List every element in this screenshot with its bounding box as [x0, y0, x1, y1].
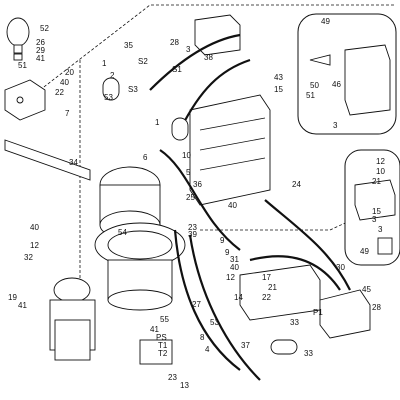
callout: 28 [372, 303, 381, 312]
callout: 32 [24, 253, 33, 262]
callout: 20 [65, 68, 74, 77]
callout: 40 [228, 201, 237, 210]
callout: 10 [376, 167, 385, 176]
callout: 8 [200, 333, 205, 342]
callout: 22 [262, 293, 271, 302]
callout: 35 [124, 41, 133, 50]
callout: 53 [104, 93, 113, 102]
callout: 3 [333, 121, 338, 130]
left-manifold-block [4, 79, 46, 121]
callout: 54 [118, 228, 127, 237]
callout: 40 [30, 223, 39, 232]
callout: 37 [241, 341, 250, 350]
callout: T1 [158, 341, 168, 350]
lower-right-block [319, 289, 371, 339]
top-manifold [194, 14, 241, 56]
callout: 1 [102, 59, 107, 68]
callout: 15 [274, 85, 283, 94]
callout: 19 [8, 293, 17, 302]
callout: 50 [310, 81, 319, 90]
callout: 29 [36, 46, 45, 55]
callout: 3 [372, 215, 377, 224]
callout: 53 [210, 318, 219, 327]
callout: 30 [336, 263, 345, 272]
callout: 34 [69, 158, 78, 167]
right-middle-inset [344, 149, 400, 266]
callout: 3 [186, 45, 191, 54]
callout: 12 [226, 273, 235, 282]
callout: 1 [155, 118, 160, 127]
hose-lines [149, 33, 351, 381]
callout: 41 [18, 301, 27, 310]
callout: 5 [186, 168, 191, 177]
callout: 12 [30, 241, 39, 250]
callout: 43 [274, 73, 283, 82]
callout: 14 [234, 293, 243, 302]
left-bracket [4, 139, 91, 181]
callout: 23 [188, 223, 197, 232]
callout: 3 [378, 225, 383, 234]
callout: 55 [160, 315, 169, 324]
callout: 21 [268, 283, 277, 292]
callout: 27 [192, 300, 201, 309]
callout-labels: 52 26 29 41 20 40 22 51 7 35 28 3 38 49 … [8, 17, 385, 390]
callout: 6 [143, 153, 148, 162]
callout: S1 [172, 65, 182, 74]
callout: 28 [170, 38, 179, 47]
callout: 12 [376, 157, 385, 166]
callout: 2 [110, 71, 115, 80]
callout: 52 [40, 24, 49, 33]
callout: 31 [230, 255, 239, 264]
callout: 45 [362, 285, 371, 294]
callout: PS [156, 333, 167, 342]
callout: 26 [36, 38, 45, 47]
callout: 9 [220, 236, 225, 245]
callout: 41 [36, 54, 45, 63]
pump-unit [49, 277, 96, 361]
callout: 39 [188, 230, 197, 239]
callout: S2 [138, 57, 148, 66]
callout: 24 [292, 180, 301, 189]
callout: 51 [306, 91, 315, 100]
callout: 40 [60, 78, 69, 87]
callout: 22 [55, 88, 64, 97]
control-valve [189, 94, 271, 206]
callout: 46 [332, 80, 341, 89]
callout: P1 [313, 308, 323, 317]
callout: S3 [128, 85, 138, 94]
callout: 36 [193, 180, 202, 189]
callout: 49 [360, 247, 369, 256]
callout: 41 [150, 325, 159, 334]
callout: 10 [182, 151, 191, 160]
callout: 15 [372, 207, 381, 216]
callout: T2 [158, 349, 168, 358]
callout: 21 [372, 177, 381, 186]
callout: 49 [321, 17, 330, 26]
callout: 25 [186, 193, 195, 202]
callout: 51 [18, 61, 27, 70]
callout: 4 [205, 345, 210, 354]
callout: 33 [290, 318, 299, 327]
lower-right-valve [239, 264, 321, 321]
callout: 33 [304, 349, 313, 358]
callout: 23 [168, 373, 177, 382]
accumulator-part [6, 17, 30, 61]
callout: 7 [65, 109, 70, 118]
top-right-inset [297, 13, 397, 135]
callout: 17 [262, 273, 271, 282]
callout: 9 [225, 248, 230, 257]
callout: 40 [230, 263, 239, 272]
hose-loops [102, 77, 298, 355]
callout: 13 [180, 381, 189, 390]
callout: 38 [204, 53, 213, 62]
bottom-valve [139, 339, 173, 365]
swing-ring [94, 222, 186, 311]
